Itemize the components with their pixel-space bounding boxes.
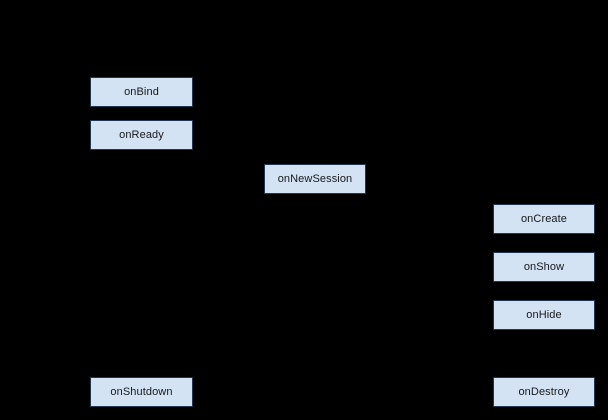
node-on-show[interactable]: onShow	[493, 252, 595, 282]
node-on-destroy-label: onDestroy	[518, 385, 570, 398]
node-on-bind[interactable]: onBind	[90, 77, 193, 107]
node-on-shutdown[interactable]: onShutdown	[90, 377, 193, 407]
node-on-hide-label: onHide	[526, 308, 562, 321]
node-on-bind-label: onBind	[124, 85, 159, 98]
node-on-new-session[interactable]: onNewSession	[264, 164, 366, 194]
node-on-hide[interactable]: onHide	[493, 300, 595, 330]
node-on-create-label: onCreate	[520, 212, 568, 225]
node-on-destroy[interactable]: onDestroy	[493, 377, 595, 407]
node-on-create[interactable]: onCreate	[493, 204, 595, 234]
node-on-ready-label: onReady	[119, 128, 164, 141]
arrowhead-on-shutdown	[137, 369, 146, 377]
node-on-ready[interactable]: onReady	[90, 120, 193, 150]
edge-on-destroy-to-on-shutdown	[141, 377, 493, 393]
arrowhead-on-destroy	[540, 369, 548, 377]
node-on-new-session-label: onNewSession	[277, 172, 353, 185]
node-on-show-label: onShow	[523, 260, 565, 273]
edge-on-new-session-to-on-create	[366, 178, 494, 204]
node-on-shutdown-label: onShutdown	[110, 385, 173, 398]
edge-on-ready-to-on-new-session	[141, 150, 264, 180]
